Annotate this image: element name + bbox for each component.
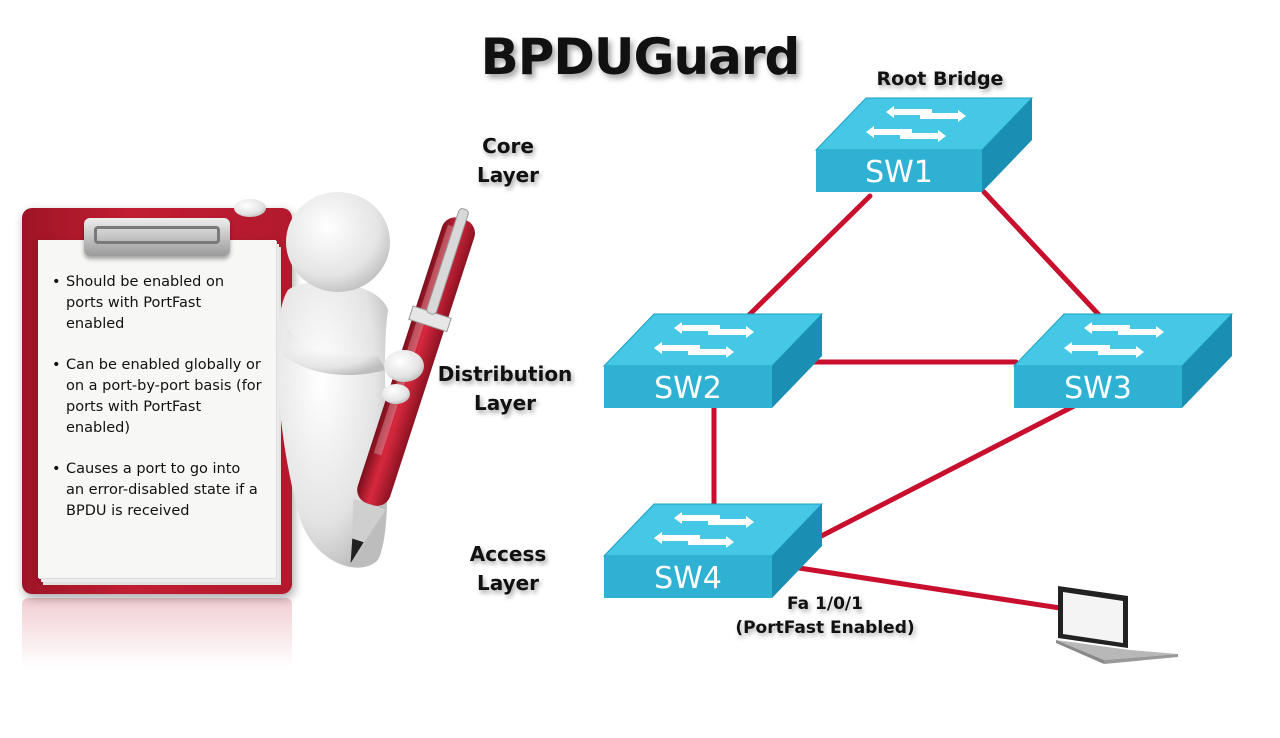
core-layer-line1: Core — [482, 134, 534, 158]
clipboard-reflection — [22, 598, 292, 668]
notes-list: •Should be enabled on ports with PortFas… — [50, 272, 262, 542]
distribution-layer-line1: Distribution — [437, 362, 573, 386]
figure-with-pen-icon — [234, 192, 475, 568]
sw4-label: SW4 — [654, 561, 722, 596]
clipboard-paper — [38, 240, 276, 578]
access-layer-line2: Layer — [476, 571, 540, 595]
note-text: Can be enabled globally or on a port-by-… — [66, 357, 262, 436]
links — [711, 189, 1103, 611]
link-sw1-sw2 — [745, 193, 873, 319]
link-sw4-laptop — [783, 563, 1063, 611]
access-layer-line1: Access — [469, 542, 547, 566]
laptop-icon[interactable] — [1056, 586, 1178, 664]
distribution-layer-label: Distribution Layer — [432, 360, 578, 418]
distribution-layer-line2: Layer — [473, 391, 537, 415]
clipboard-clip — [84, 218, 230, 256]
access-layer-label: Access Layer — [460, 540, 556, 598]
sw2-label: SW2 — [654, 371, 722, 406]
note-text: Causes a port to go into an error-disabl… — [66, 461, 258, 519]
core-layer-line2: Layer — [476, 163, 540, 187]
list-item: •Causes a port to go into an error-disab… — [52, 461, 258, 519]
page-title: BPDUGuard — [480, 28, 801, 86]
root-bridge-label: Root Bridge — [876, 68, 1004, 90]
list-item: •Can be enabled globally or on a port-by… — [52, 357, 262, 436]
port-label-line1: Fa 1/0/1 — [787, 594, 863, 614]
core-layer-label: Core Layer — [460, 132, 556, 190]
port-label: Fa 1/0/1 (PortFast Enabled) — [720, 592, 930, 640]
link-sw3-sw4 — [795, 403, 1077, 551]
switch-sw1-icon[interactable] — [814, 97, 1034, 192]
list-item: •Should be enabled on ports with PortFas… — [52, 274, 225, 332]
switch-sw4-icon[interactable] — [602, 503, 824, 598]
link-sw1-sw3 — [981, 189, 1103, 319]
sw3-label: SW3 — [1064, 371, 1132, 406]
sw1-label: SW1 — [865, 155, 933, 190]
note-text: Should be enabled on ports with PortFast… — [66, 274, 225, 332]
port-label-line2: (PortFast Enabled) — [735, 618, 915, 638]
switch-sw3-icon[interactable] — [1012, 313, 1234, 408]
switch-sw2-icon[interactable] — [602, 313, 824, 408]
